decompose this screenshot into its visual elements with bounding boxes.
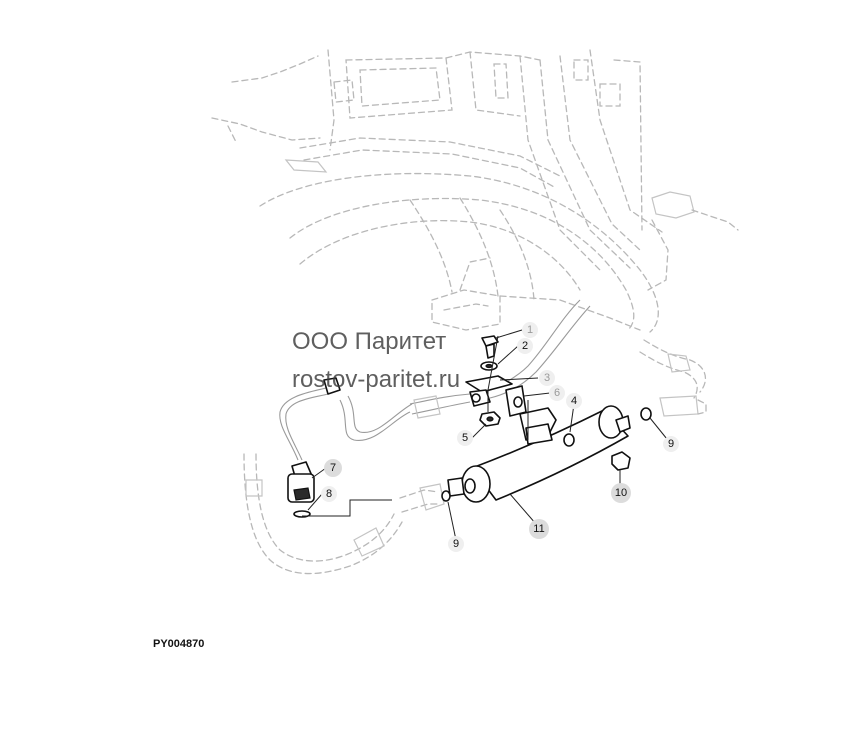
leader-lines [302,329,672,541]
fuel-filter-canister [441,405,652,503]
callout-2: 2 [522,340,528,352]
callout-8: 8 [326,488,332,500]
callouts: 1 2 3 4 5 6 7 8 9 9 10 11 [321,322,679,552]
sensor-assembly [287,461,315,518]
callout-11: 11 [533,523,544,535]
callout-10: 10 [615,487,627,499]
figure-reference-id: PY004870 [153,638,205,650]
callout-9-right: 9 [668,438,674,450]
callout-6: 6 [554,387,560,399]
callout-9-left: 9 [453,538,459,550]
watermark-website: rostov-paritet.ru [292,366,461,393]
callout-3: 3 [544,372,550,384]
callout-4: 4 [571,395,577,407]
callout-7: 7 [330,462,336,474]
watermark-company-name: ООО Паритет [292,328,447,355]
callout-5: 5 [462,432,468,444]
callout-1: 1 [527,324,533,336]
background-cab-structure [211,49,739,333]
